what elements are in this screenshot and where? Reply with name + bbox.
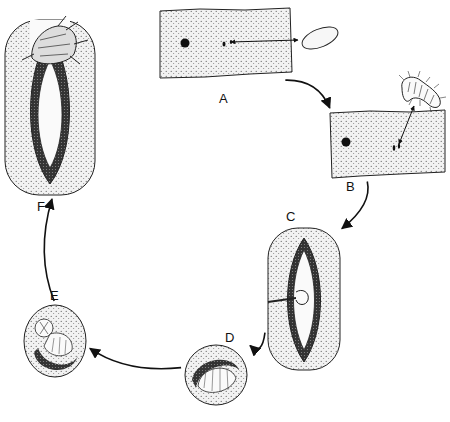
stage-panel: C [268, 228, 340, 370]
stage-panel: F [5, 20, 95, 195]
cycle-arrow [342, 182, 368, 229]
emergence-section-f [5, 16, 95, 195]
cycle-arrow [90, 348, 181, 368]
stage-panel: A [160, 8, 292, 78]
cycle-arrow [285, 80, 329, 108]
stage-panel: E [24, 305, 86, 377]
stage-letter: F [37, 200, 45, 214]
pupal-cell-e [24, 305, 86, 377]
cycle-arrow [250, 333, 265, 349]
stage-letter: C [286, 210, 295, 224]
stage-panel: D [185, 345, 247, 405]
stage-panel: B [330, 110, 445, 178]
stage-letter: B [346, 180, 355, 194]
wood-surface-b [330, 71, 446, 178]
wood-surface-a [160, 8, 341, 78]
pupal-cell-d [185, 345, 247, 405]
stage-letter: A [219, 92, 228, 106]
cycle-arrow [44, 199, 54, 301]
stage-letter: D [225, 331, 234, 345]
gallery-section-c [268, 228, 340, 370]
stage-letter: E [50, 289, 59, 303]
